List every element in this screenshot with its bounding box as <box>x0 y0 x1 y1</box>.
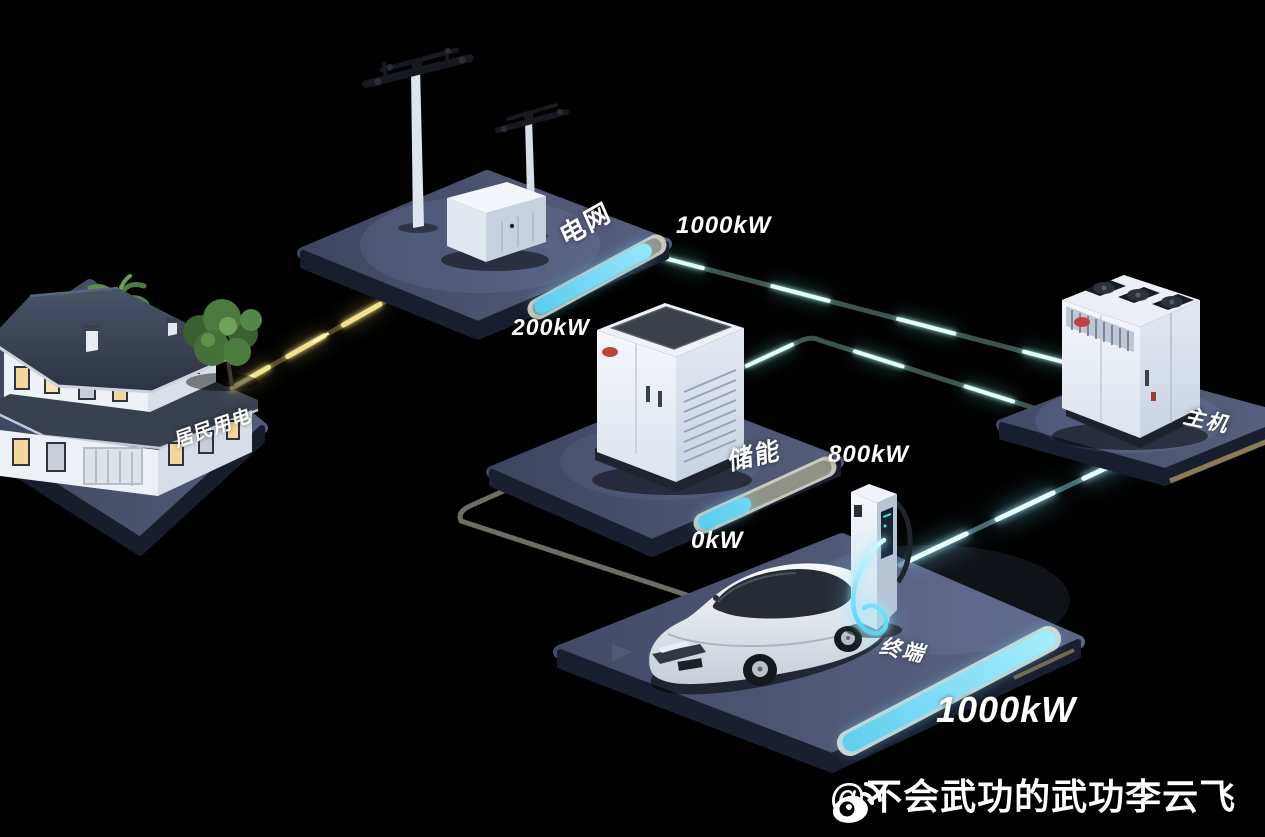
storage-capacity-label: 800kW <box>828 441 910 468</box>
transformer-cabinet <box>441 182 549 271</box>
vent-grille <box>683 369 737 463</box>
storage-cabinet <box>592 303 752 495</box>
ev-car <box>649 563 890 695</box>
grid-to-host-line <box>662 255 1127 381</box>
pile-screen <box>881 507 893 559</box>
storage-to-terminal-cable <box>457 477 703 603</box>
charging-cable <box>850 537 889 636</box>
grid-meter-fill <box>534 243 652 314</box>
terminal-power-label: 1000kW <box>936 689 1077 730</box>
watermark-handle: @不会武功的武功李云飞 <box>830 776 1237 817</box>
storage-to-host-line <box>676 335 1042 413</box>
storage-meter-bar <box>693 456 837 534</box>
storage-meter-fill <box>698 497 752 530</box>
watermark: @不会武功的武功李云飞 <box>830 776 1237 823</box>
tree-icon <box>183 299 262 391</box>
charging-pile <box>846 484 913 638</box>
utility-pole-icon <box>362 47 474 233</box>
lower-windows <box>12 420 240 486</box>
cooling-fan-icon <box>1084 280 1194 310</box>
host-cabinet <box>1052 275 1208 450</box>
grid-meter-bar <box>527 234 667 320</box>
grid-capacity-label: 1000kW <box>676 212 772 239</box>
weibo-icon <box>832 782 882 823</box>
storage-output-label: 0kW <box>691 527 744 554</box>
terminal-meter-fill <box>842 630 1056 752</box>
host-to-terminal-line <box>895 449 1143 569</box>
terminal-meter-bar <box>837 626 1061 756</box>
grid-output-label: 200kW <box>512 314 590 340</box>
